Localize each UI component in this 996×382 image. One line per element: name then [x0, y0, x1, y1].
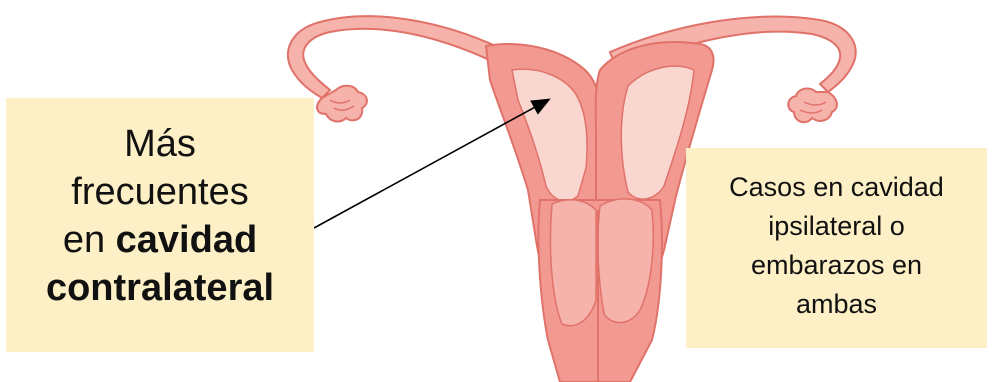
cervix-vagina: [538, 199, 662, 382]
left-callout-prefix: en: [63, 219, 105, 261]
left-callout-line-3: en cavidad: [6, 216, 314, 264]
left-callout-emphasis-2: contralateral: [46, 267, 274, 309]
right-callout-line-2: ipsilateral o: [686, 207, 987, 246]
left-callout-emphasis-1: cavidad: [116, 219, 258, 261]
left-callout-line-4: contralateral: [6, 264, 314, 312]
left-fallopian-tube: [288, 16, 500, 121]
right-callout-line-1: Casos en cavidad: [686, 168, 987, 207]
left-callout-line-1: Más: [6, 120, 314, 168]
right-callout-box: Casos en cavidad ipsilateral o embarazos…: [686, 148, 987, 348]
right-callout-line-3: embarazos en: [686, 246, 987, 285]
left-callout-line-2: frecuentes: [6, 168, 314, 216]
right-callout-line-4: ambas: [686, 285, 987, 324]
left-callout-box: Más frecuentes en cavidad contralateral: [6, 98, 314, 352]
